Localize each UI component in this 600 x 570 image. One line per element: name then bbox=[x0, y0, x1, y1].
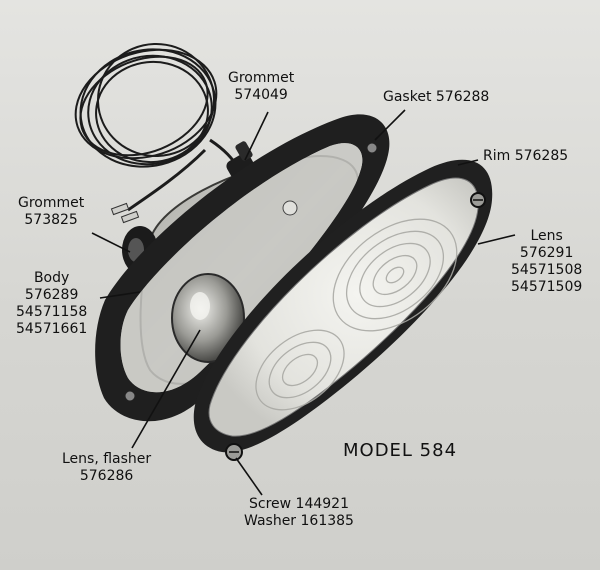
leader-grommet-left bbox=[91, 232, 131, 253]
callout-grommet-top: Grommet 574049 bbox=[228, 70, 295, 103]
leader-gasket bbox=[374, 109, 406, 141]
callout-grommet-left: Grommet 573825 bbox=[18, 195, 85, 228]
callout-gasket: Gasket 576288 bbox=[383, 89, 490, 105]
callout-lens: Lens 576291 54571508 54571509 bbox=[511, 228, 583, 295]
leader-lens bbox=[477, 234, 516, 245]
leader-screw bbox=[235, 457, 263, 496]
rim-screw-top bbox=[470, 192, 486, 208]
callout-screw-washer: Screw 144921 Washer 161385 bbox=[244, 496, 354, 529]
cable-terminals bbox=[110, 202, 140, 224]
callout-body: Body 576289 54571158 54571661 bbox=[16, 270, 88, 337]
callout-lens-flasher: Lens, flasher 576286 bbox=[62, 451, 152, 484]
leader-grommet-top bbox=[244, 111, 269, 161]
gasket bbox=[95, 114, 390, 422]
leader-lines bbox=[91, 109, 516, 496]
lens bbox=[208, 177, 479, 437]
rim-screw-bottom bbox=[225, 443, 243, 461]
flasher-bulb bbox=[171, 200, 298, 363]
callout-rim: Rim 576285 bbox=[483, 148, 569, 164]
lens-ripples bbox=[255, 218, 458, 411]
gasket-screw-bottom bbox=[124, 390, 136, 402]
gasket-screw-top bbox=[366, 142, 378, 154]
leader-body bbox=[99, 291, 141, 299]
leader-rim bbox=[457, 159, 479, 166]
model-label: MODEL 584 bbox=[343, 440, 458, 461]
coiled-cable bbox=[74, 42, 242, 212]
leader-lens-flasher bbox=[131, 329, 201, 449]
